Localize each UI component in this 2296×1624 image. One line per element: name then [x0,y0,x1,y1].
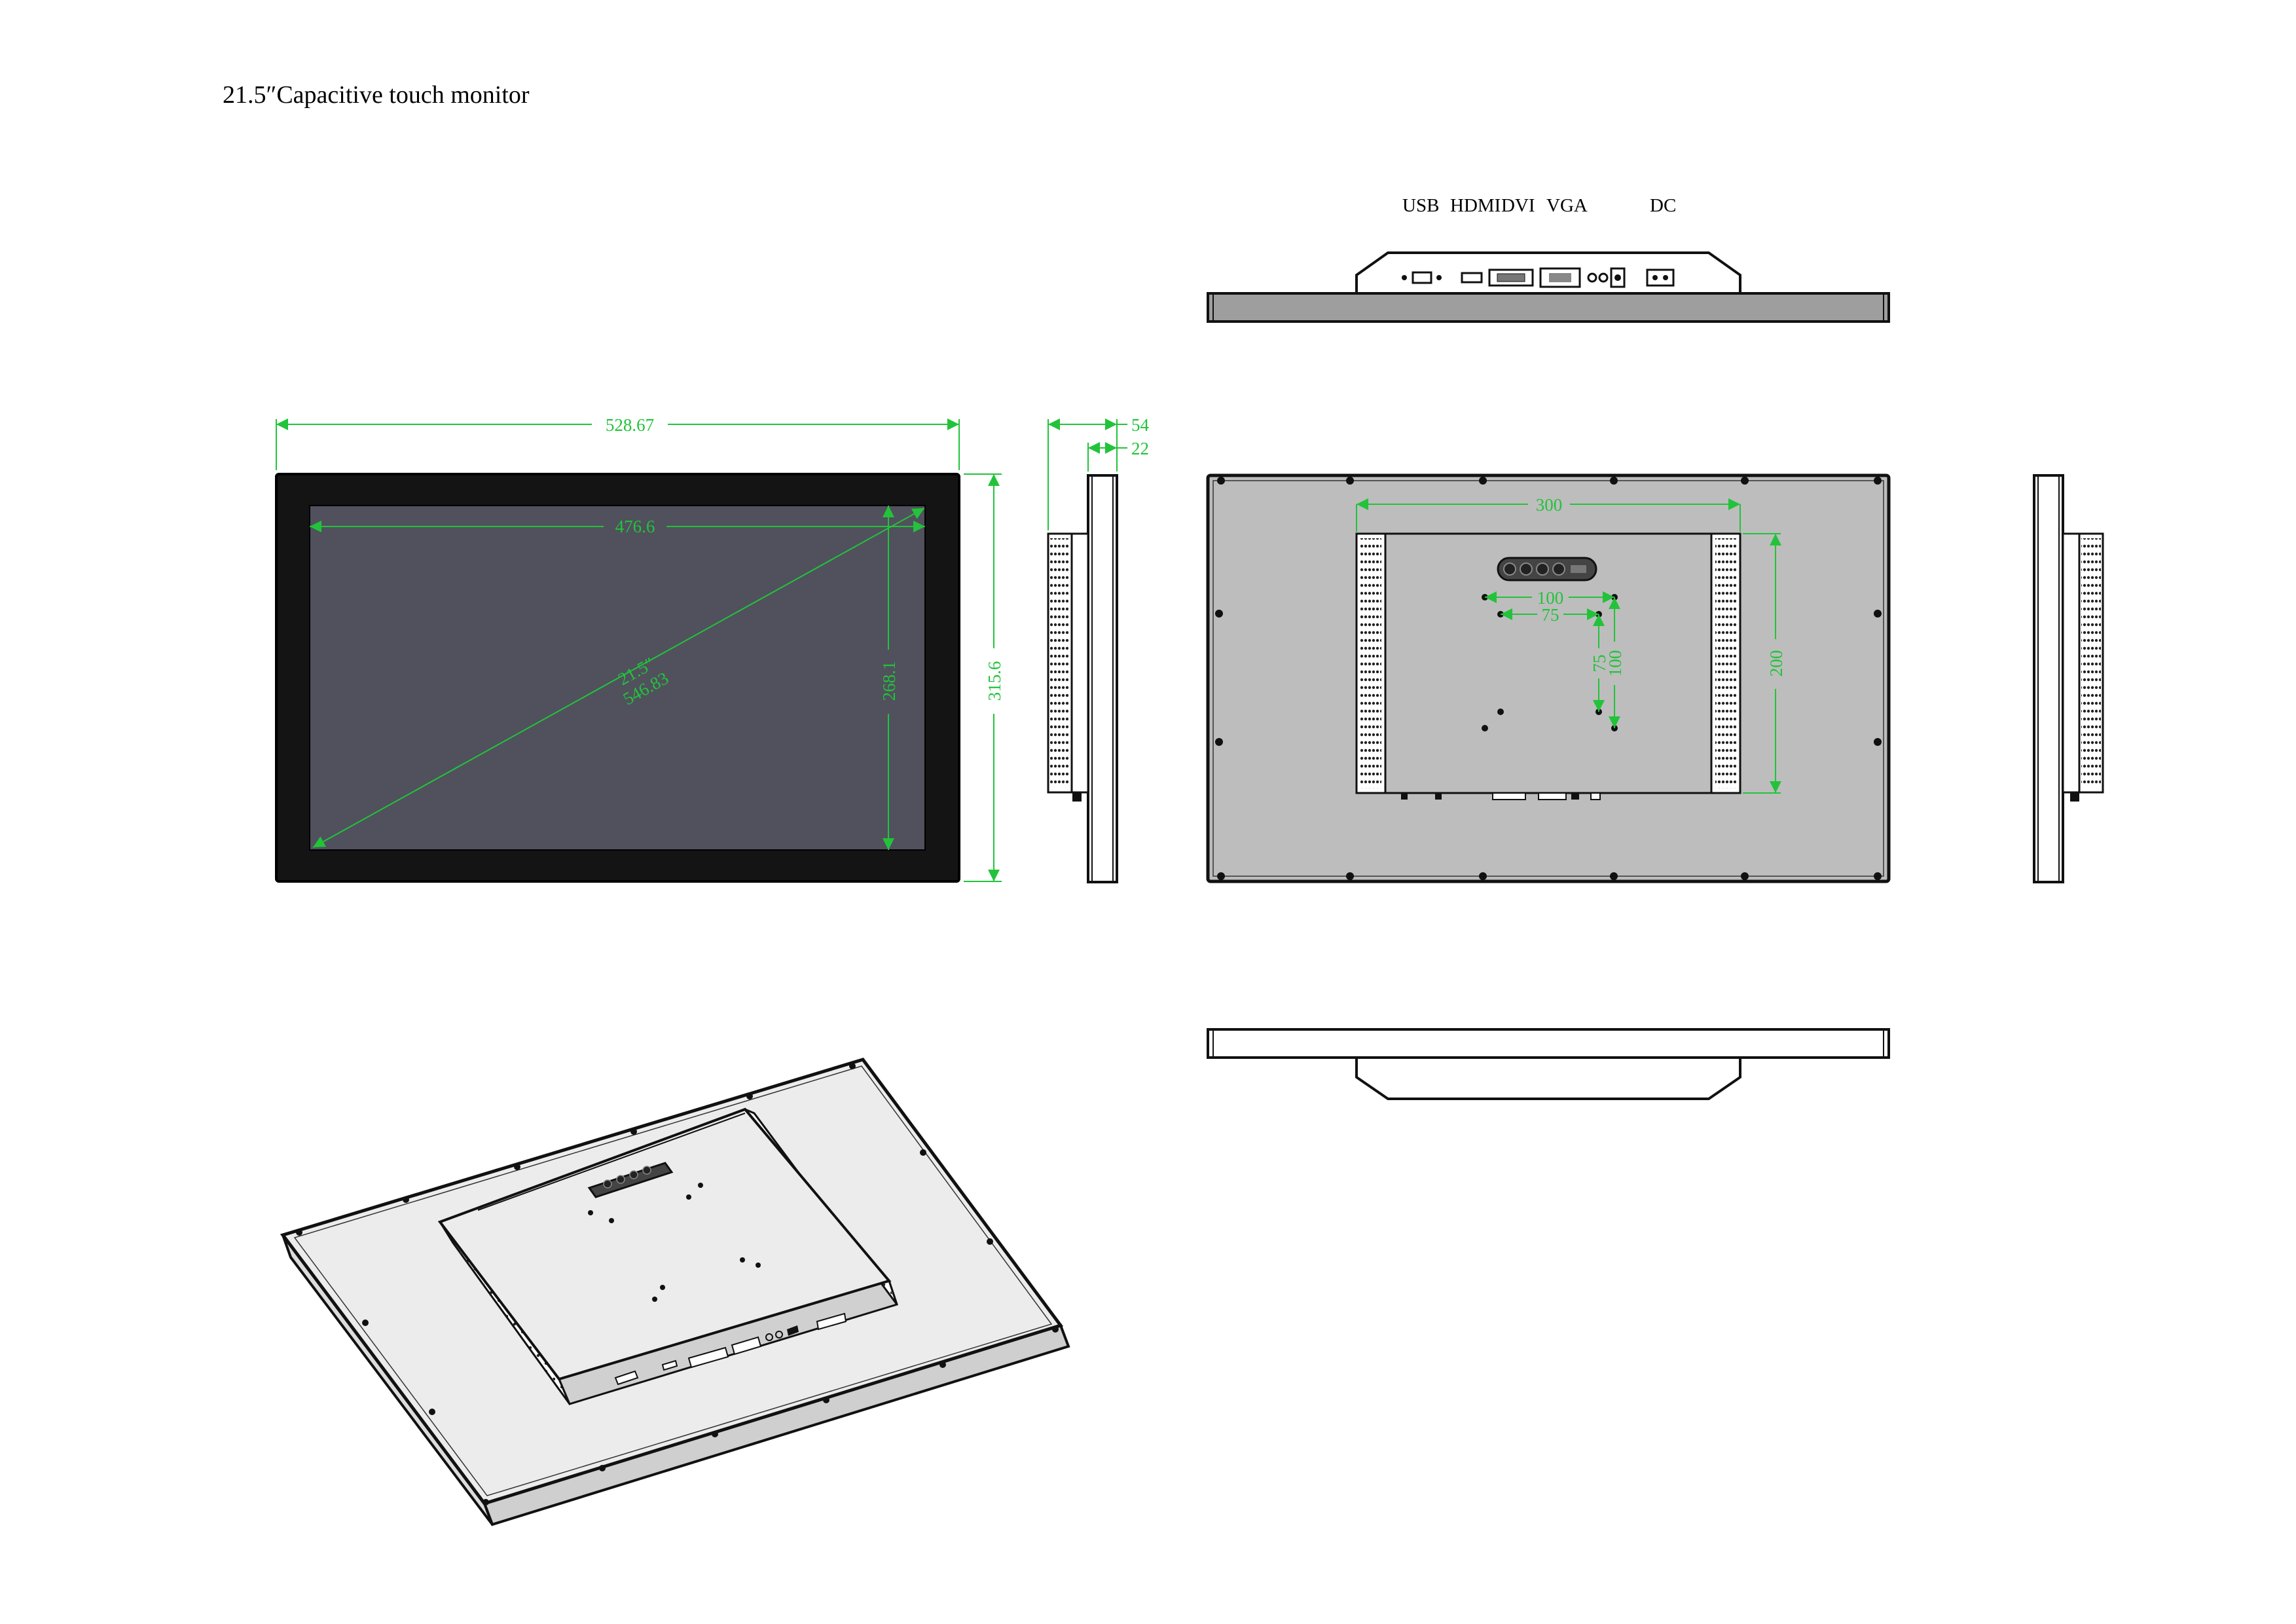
drawing-title: 21.5″Capacitive touch monitor [223,81,530,109]
vga-label: VGA [1546,195,1588,216]
overall-height-label: 315.6 [985,661,1004,701]
screen-width-label: 476.6 [615,517,655,536]
top-view-ports [1402,267,1675,288]
screen-height-label: 268.1 [879,661,899,701]
rear-view: 300 200 100 75 75 100 [1206,473,1891,883]
side-view-left: 54 22 [1047,415,1150,883]
port-labels: USB HDMI DVI VGA DC [1402,195,1676,216]
total-depth-label: 54 [1131,415,1150,435]
isometric-connectors [614,1312,847,1386]
dc-label: DC [1650,195,1676,216]
box-height-label: 200 [1766,650,1786,677]
rear-panel-screws [1215,477,1882,880]
usb-label: USB [1402,195,1439,216]
isometric-view [280,1058,1070,1526]
side-view-right [2033,474,2104,883]
vesa-large-h-label: 100 [1537,588,1564,608]
rear-bottom-connectors [1401,792,1601,800]
bottom-view [1207,1028,1890,1100]
frame-depth-label: 22 [1131,439,1149,458]
front-view: 528.67 476.6 21.5″ 546.83 268.1 315.6 [275,415,1004,883]
overall-width-label: 528.67 [606,415,654,435]
top-view [1207,251,1890,323]
vesa-small-h-label: 75 [1542,605,1559,625]
hdmi-label: HDMI [1450,195,1501,216]
box-width-label: 300 [1536,495,1563,515]
isometric-screws [296,1063,1059,1505]
vesa-small-v-label: 75 [1590,655,1609,673]
vesa-large-v-label: 100 [1605,650,1625,677]
dvi-label: DVI [1501,195,1535,216]
